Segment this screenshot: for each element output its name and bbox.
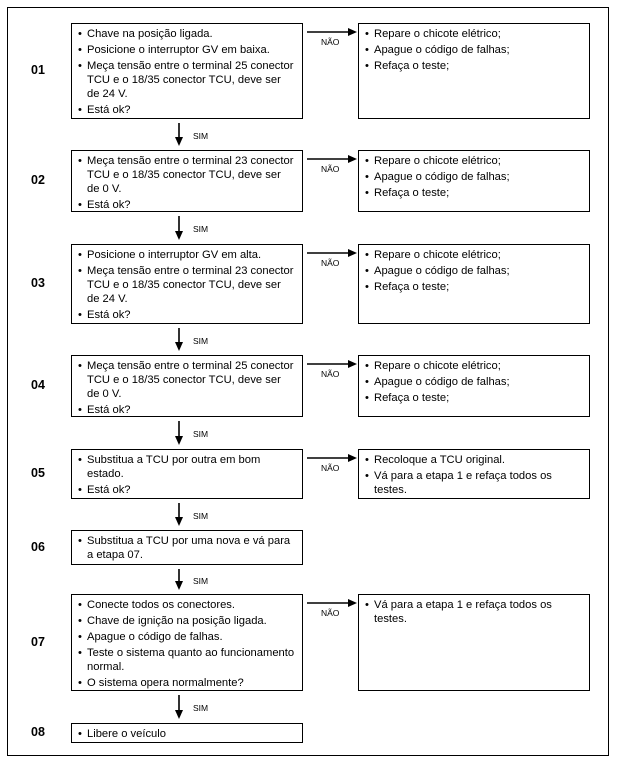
- step-fail-box: Vá para a etapa 1 e refaça todos os test…: [358, 594, 590, 691]
- step-fail-box: Repare o chicote elétrico; Apague o códig…: [358, 150, 590, 212]
- step-number: 04: [31, 378, 45, 392]
- yes-label: SIM: [193, 429, 209, 439]
- step-fail-box-item: Refaça o teste;: [365, 59, 583, 73]
- step-fail-box: Repare o chicote elétrico; Apague o códig…: [358, 244, 590, 324]
- step-check-box-item: Posicione o interruptor GV em baixa.: [78, 43, 296, 57]
- step-fail-box-list: Vá para a etapa 1 e refaça todos os test…: [365, 598, 583, 626]
- step-check-box-item: Meça tensão entre o terminal 23 conector…: [78, 154, 296, 196]
- step-fail-box: Repare o chicote elétrico; Apague o códig…: [358, 23, 590, 119]
- step-check-box: Meça tensão entre o terminal 25 conector…: [71, 355, 303, 417]
- step-check-box-item: Conecte todos os conectores.: [78, 598, 296, 612]
- no-arrow-head: [348, 249, 357, 257]
- step-check-box-list: Substitua a TCU por outra em bom estado.…: [78, 453, 296, 497]
- step-check-box: Posicione o interruptor GV em alta. Meça …: [71, 244, 303, 324]
- step-check-box-item: Substitua a TCU por uma nova e vá para a…: [78, 534, 296, 562]
- step-check-box: Meça tensão entre o terminal 23 conector…: [71, 150, 303, 212]
- step-check-box-item: Está ok?: [78, 103, 296, 117]
- step-fail-box-item: Repare o chicote elétrico;: [365, 154, 583, 168]
- step-number: 06: [31, 539, 45, 554]
- no-arrow-head: [348, 360, 357, 368]
- step-check-box: Conecte todos os conectores. Chave de ign…: [71, 594, 303, 691]
- step-fail-box-list: Recoloque a TCU original. Vá para a etapa…: [365, 453, 583, 497]
- step-check-box-item: Chave de ignição na posição ligada.: [78, 614, 296, 628]
- diagram-frame: [7, 7, 609, 756]
- no-arrow-head: [348, 599, 357, 607]
- step-check-box-item: Teste o sistema quanto ao funcionamento …: [78, 646, 296, 674]
- step-check-box-item: Está ok?: [78, 403, 296, 417]
- no-arrow-head: [348, 454, 357, 462]
- yes-arrow-head: [175, 517, 183, 526]
- step-fail-box-item: Apague o código de falhas;: [365, 264, 583, 278]
- no-arrow-head: [348, 28, 357, 36]
- no-label: NÃO: [321, 37, 340, 47]
- yes-label: SIM: [193, 130, 209, 141]
- step-number: 02: [31, 173, 45, 187]
- yes-arrow-head: [175, 137, 183, 146]
- step-check-box-list: Meça tensão entre o terminal 25 conector…: [78, 359, 296, 417]
- step-check-box-list: Chave na posição ligada. Posicione o inte…: [78, 27, 296, 117]
- step-fail-box-item: Refaça o teste;: [365, 391, 583, 405]
- no-label: NÃO: [321, 369, 340, 379]
- step-check-box-item: Libere o veículo: [78, 727, 296, 741]
- step-fail-box-item: Vá para a etapa 1 e refaça todos os test…: [365, 598, 583, 626]
- no-label: NÃO: [321, 164, 340, 174]
- step-check-box-item: O sistema opera normalmente?: [78, 676, 296, 690]
- step-number: 07: [31, 634, 45, 649]
- step-check-box-item: Meça tensão entre o terminal 25 conector…: [78, 59, 296, 101]
- step-fail-box-list: Repare o chicote elétrico; Apague o códig…: [365, 359, 583, 405]
- no-label: NÃO: [321, 608, 340, 618]
- step-number: 01: [31, 63, 45, 77]
- step-check-box: Substitua a TCU por uma nova e vá para a…: [71, 530, 303, 565]
- step-check-box-item: Meça tensão entre o terminal 23 conector…: [78, 264, 296, 306]
- yes-label: SIM: [193, 224, 209, 234]
- step-fail-box-item: Apague o código de falhas;: [365, 43, 583, 57]
- step-check-box: Libere o veículo: [71, 723, 303, 743]
- step-fail-box-item: Repare o chicote elétrico;: [365, 27, 583, 41]
- yes-arrow-head: [175, 231, 183, 240]
- step-number: 03: [31, 276, 45, 290]
- step-fail-box-item: Repare o chicote elétrico;: [365, 359, 583, 373]
- step-check-box-item: Chave na posição ligada.: [78, 27, 296, 41]
- step-fail-box-list: Repare o chicote elétrico; Apague o códig…: [365, 248, 583, 294]
- step-fail-box: Repare o chicote elétrico; Apague o códig…: [358, 355, 590, 417]
- yes-label: SIM: [193, 703, 209, 713]
- yes-arrow-head: [175, 710, 183, 719]
- step-check-box: Chave na posição ligada. Posicione o inte…: [71, 23, 303, 119]
- step-number: 05: [31, 466, 45, 480]
- step-check-box-list: Meça tensão entre o terminal 23 conector…: [78, 154, 296, 212]
- step-check-box: Substitua a TCU por outra em bom estado.…: [71, 449, 303, 499]
- no-label: NÃO: [321, 463, 340, 473]
- no-arrow-head: [348, 155, 357, 163]
- yes-label: SIM: [193, 575, 209, 586]
- step-check-box-item: Meça tensão entre o terminal 25 conector…: [78, 359, 296, 401]
- step-check-box-item: Está ok?: [78, 308, 296, 322]
- step-fail-box-item: Vá para a etapa 1 e refaça todos os test…: [365, 469, 583, 497]
- step-check-box-item: Posicione o interruptor GV em alta.: [78, 248, 296, 262]
- step-check-box-item: Está ok?: [78, 483, 296, 497]
- step-fail-box-list: Repare o chicote elétrico; Apague o códig…: [365, 27, 583, 73]
- step-fail-box-item: Apague o código de falhas;: [365, 375, 583, 389]
- step-fail-box-list: Repare o chicote elétrico; Apague o códig…: [365, 154, 583, 200]
- step-fail-box-item: Repare o chicote elétrico;: [365, 248, 583, 262]
- step-check-box-list: Posicione o interruptor GV em alta. Meça …: [78, 248, 296, 322]
- step-fail-box-item: Refaça o teste;: [365, 186, 583, 200]
- yes-arrow-head: [175, 342, 183, 351]
- step-fail-box-item: Recoloque a TCU original.: [365, 453, 583, 467]
- step-check-box-list: Conecte todos os conectores. Chave de ign…: [78, 598, 296, 690]
- step-fail-box-item: Refaça o teste;: [365, 280, 583, 294]
- step-check-box-item: Apague o código de falhas.: [78, 630, 296, 644]
- yes-arrow-head: [175, 436, 183, 445]
- step-fail-box-item: Apague o código de falhas;: [365, 170, 583, 184]
- step-fail-box: Recoloque a TCU original. Vá para a etapa…: [358, 449, 590, 499]
- step-number: 08: [31, 725, 45, 739]
- yes-label: SIM: [193, 510, 209, 521]
- step-check-box-list: Substitua a TCU por uma nova e vá para a…: [78, 534, 296, 562]
- step-check-box-item: Está ok?: [78, 198, 296, 212]
- yes-arrow-head: [175, 581, 183, 590]
- step-check-box-item: Substitua a TCU por outra em bom estado.: [78, 453, 296, 481]
- no-label: NÃO: [321, 258, 340, 268]
- step-check-box-list: Libere o veículo: [78, 727, 296, 741]
- yes-label: SIM: [193, 335, 209, 346]
